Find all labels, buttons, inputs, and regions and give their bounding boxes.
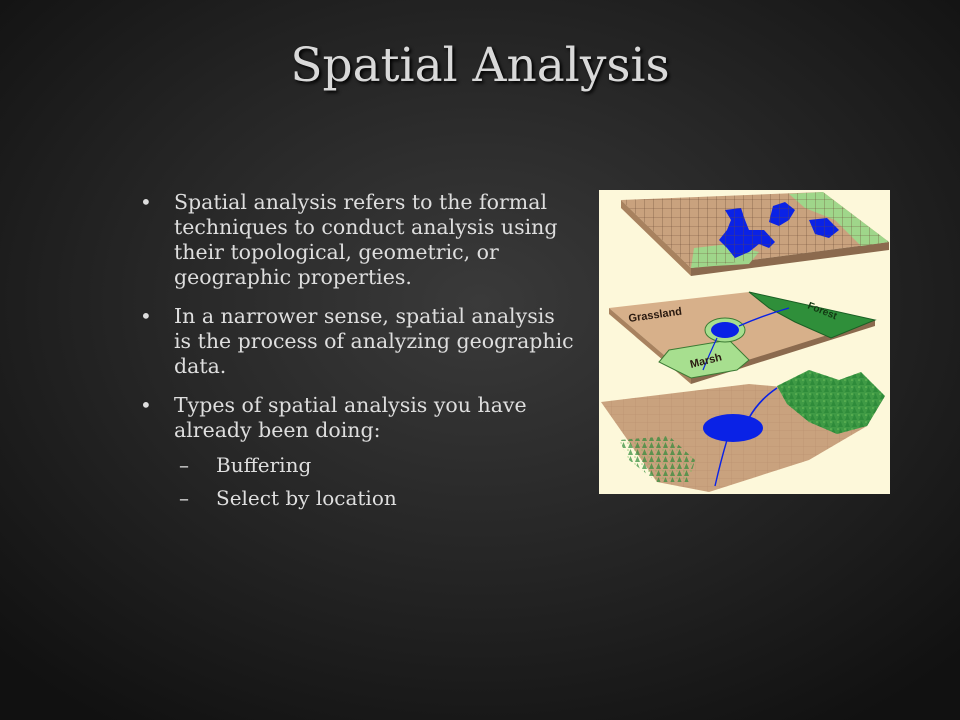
slide-title: Spatial Analysis (290, 38, 670, 93)
bullet-marker: • (140, 393, 152, 417)
bullet-text: Types of spatial analysis you have alrea… (174, 393, 527, 442)
gis-layers-illustration: Grassland Forest Marsh (601, 192, 889, 492)
bullet-item: • Spatial analysis refers to the formal … (138, 190, 578, 290)
bullet-list: • Spatial analysis refers to the formal … (138, 190, 578, 529)
terrain-surface-layer (601, 370, 885, 492)
bullet-item: • In a narrower sense, spatial analysis … (138, 304, 578, 379)
sub-item: – Select by location (174, 482, 578, 515)
sub-item: – Buffering (174, 449, 578, 482)
sub-list: – Buffering – Select by location (174, 449, 578, 515)
bullet-text: In a narrower sense, spatial analysis is… (174, 304, 574, 378)
bullet-marker: • (140, 190, 152, 214)
sub-marker: – (179, 486, 189, 510)
vector-polygon-layer: Grassland Forest Marsh (609, 291, 877, 384)
sub-text: Buffering (216, 453, 312, 477)
bullet-text: Spatial analysis refers to the formal te… (174, 190, 558, 289)
gis-layers-figure: Grassland Forest Marsh (599, 190, 890, 494)
bullet-marker: • (140, 304, 152, 328)
sub-text: Select by location (216, 486, 397, 510)
bullet-item: • Types of spatial analysis you have alr… (138, 393, 578, 515)
raster-grid-layer (621, 192, 889, 276)
sub-marker: – (179, 453, 189, 477)
